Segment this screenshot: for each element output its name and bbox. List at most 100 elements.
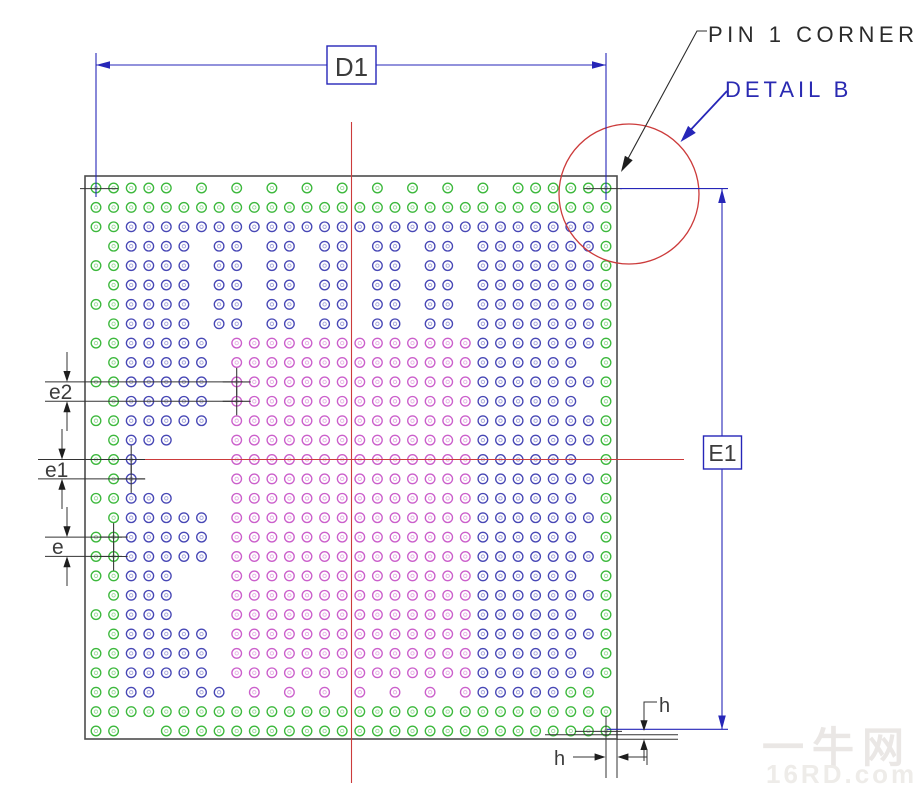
ball-designator-mark xyxy=(568,244,573,249)
ball xyxy=(108,609,120,621)
ball xyxy=(319,415,331,427)
ball-designator-mark xyxy=(498,728,503,734)
ball-designator-mark xyxy=(375,554,380,559)
ball-designator-mark xyxy=(269,515,275,520)
ball-designator-mark xyxy=(129,340,134,346)
ball xyxy=(565,318,577,330)
ball-designator-mark xyxy=(129,418,134,423)
ball-designator-mark xyxy=(304,593,310,598)
ball xyxy=(530,201,542,213)
ball-designator-mark xyxy=(129,437,134,443)
ball xyxy=(582,706,594,718)
ball-designator-mark xyxy=(533,205,538,210)
ball-designator-mark xyxy=(586,282,591,288)
ball-designator-mark xyxy=(392,554,398,559)
ball xyxy=(143,221,155,233)
ball xyxy=(530,415,542,427)
ball xyxy=(143,260,155,272)
ball-designator-mark xyxy=(568,728,573,734)
ball xyxy=(125,298,137,310)
ball-designator-mark xyxy=(234,224,239,229)
ball xyxy=(371,337,383,349)
ball-designator-mark xyxy=(551,631,556,637)
ball xyxy=(442,337,454,349)
ball-designator-mark xyxy=(146,690,151,695)
ball-designator-mark xyxy=(463,573,468,579)
ball-designator-mark xyxy=(304,554,310,559)
ball-designator-mark xyxy=(586,709,591,714)
ball xyxy=(125,531,137,543)
ball xyxy=(231,298,243,310)
ball-designator-mark xyxy=(234,418,239,423)
ball xyxy=(231,279,243,291)
ball-designator-mark xyxy=(375,515,380,520)
ball xyxy=(477,279,489,291)
ball-designator-mark xyxy=(533,690,538,695)
ball-designator-mark xyxy=(551,282,556,288)
ball-designator-mark xyxy=(252,554,257,559)
ball xyxy=(283,395,295,407)
ball-designator-mark xyxy=(445,437,450,443)
ball xyxy=(266,706,278,718)
ball xyxy=(354,221,366,233)
ball-designator-mark xyxy=(498,573,503,579)
ball xyxy=(600,434,612,446)
ball xyxy=(336,609,348,621)
ball-designator-mark xyxy=(427,554,433,559)
ball-designator-mark xyxy=(551,224,556,229)
ball-designator-mark xyxy=(164,496,169,501)
ball-designator-mark xyxy=(533,437,538,443)
ball-designator-mark xyxy=(111,690,116,695)
ball-designator-mark xyxy=(164,224,169,229)
ball xyxy=(495,337,506,349)
ball xyxy=(477,240,489,252)
ball-designator-mark xyxy=(410,728,415,734)
ball xyxy=(371,706,383,718)
ball-designator-mark xyxy=(93,651,99,656)
ball xyxy=(266,589,278,601)
ball-designator-mark xyxy=(533,554,538,559)
ball xyxy=(354,357,366,368)
ball-designator-mark xyxy=(568,690,573,695)
ball xyxy=(213,201,225,213)
ball xyxy=(336,570,348,582)
ball xyxy=(477,647,489,659)
ball-designator-mark xyxy=(146,244,151,249)
ball xyxy=(530,318,542,330)
ball-designator-mark xyxy=(111,360,116,365)
ball xyxy=(442,357,454,368)
ball xyxy=(336,473,348,485)
ball xyxy=(301,415,313,427)
ball xyxy=(283,706,295,718)
ball xyxy=(495,201,506,213)
ball xyxy=(495,512,506,524)
ball-designator-mark xyxy=(515,593,521,598)
ball-designator-mark xyxy=(146,224,151,229)
ball-designator-mark xyxy=(375,340,380,346)
ball-designator-mark xyxy=(164,340,169,346)
ball-designator-mark xyxy=(410,437,415,443)
ball-designator-mark xyxy=(533,399,538,404)
ball-designator-mark xyxy=(375,476,380,482)
ball xyxy=(336,376,348,388)
ball xyxy=(389,434,401,446)
ball-designator-mark xyxy=(445,670,450,675)
ball-designator-mark xyxy=(392,379,398,385)
ball-designator-mark xyxy=(252,573,257,579)
ball-designator-mark xyxy=(287,554,292,559)
ball-designator-mark xyxy=(322,631,327,637)
ball xyxy=(477,628,489,640)
ball xyxy=(459,201,471,213)
ball xyxy=(424,395,436,407)
ball xyxy=(512,395,524,407)
ball-designator-mark xyxy=(111,205,116,210)
ball xyxy=(512,415,524,427)
ball-designator-mark xyxy=(392,476,398,482)
ball-designator-mark xyxy=(234,476,239,482)
ball-designator-mark xyxy=(392,360,398,365)
ball xyxy=(389,473,401,485)
ball-designator-mark xyxy=(498,321,503,326)
ball-designator-mark xyxy=(392,263,398,268)
ball xyxy=(495,706,506,718)
e-label: e xyxy=(52,536,64,559)
